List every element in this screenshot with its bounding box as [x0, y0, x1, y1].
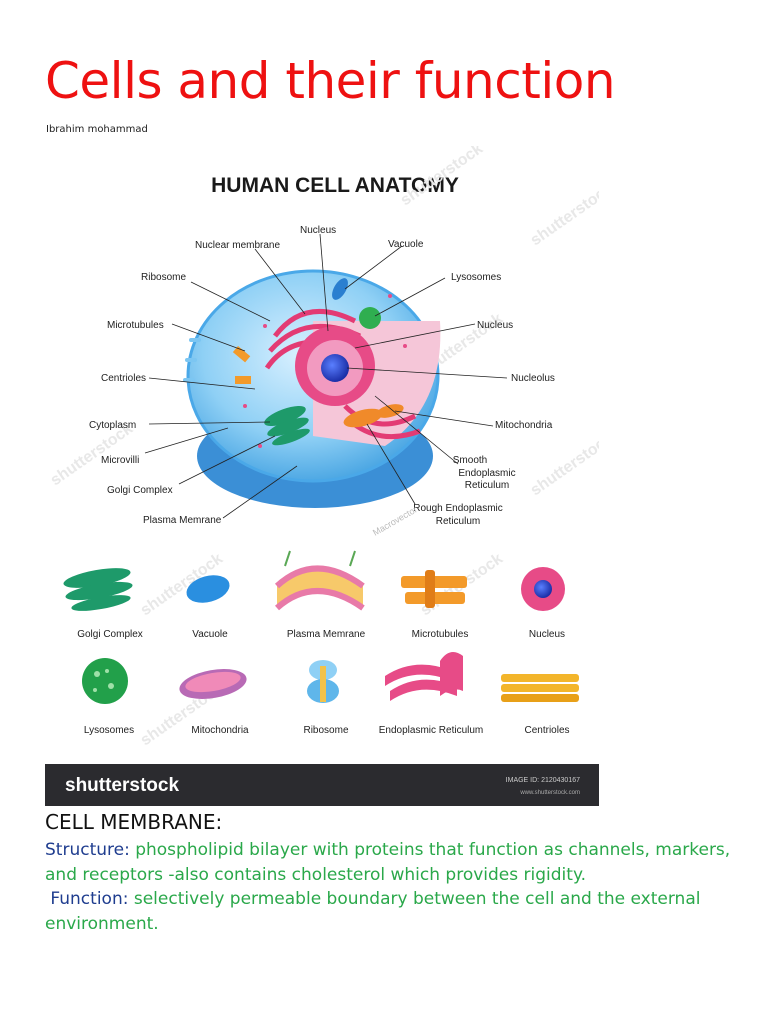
- label-nucleolus: Nucleolus: [511, 373, 555, 384]
- label-smooth-er: Endoplasmic: [458, 468, 515, 479]
- footer-site: www.shutterstock.com: [519, 790, 580, 796]
- function-paragraph: Function: selectively permeable boundary…: [45, 887, 735, 937]
- label-centrioles: Centrioles: [101, 373, 146, 384]
- lysosomes-icon: [82, 658, 128, 704]
- organelle-label: Golgi Complex: [77, 629, 143, 640]
- golgi-complex-icon: [63, 568, 133, 611]
- shutterstock-footer: shutterstock IMAGE ID: 2120430167 www.sh…: [45, 764, 599, 806]
- label-mitochondria: Mitochondria: [495, 420, 553, 431]
- label-rough-er: Reticulum: [436, 516, 480, 527]
- left-labels: Nuclear membrane Ribosome Microtubules C…: [89, 240, 280, 526]
- cell-anatomy-illustration: HUMAN CELL ANATOMY shutterstock shutters…: [45, 146, 599, 806]
- section-heading: CELL MEMBRANE:: [45, 810, 223, 834]
- label-smooth-er: Reticulum: [465, 480, 509, 491]
- label-ribosome: Ribosome: [141, 272, 186, 283]
- right-labels: Nucleus Vacuole Lysosomes Nucleus Nucleo…: [300, 225, 555, 527]
- organelle-label: Ribosome: [303, 725, 348, 736]
- label-plasma-memrane: Plasma Memrane: [143, 515, 222, 526]
- label-cytoplasm: Cytoplasm: [89, 420, 136, 431]
- organelle-label: Plasma Memrane: [287, 629, 366, 640]
- footer-image-id: IMAGE ID: 2120430167: [506, 777, 580, 784]
- label-microtubules: Microtubules: [107, 320, 164, 331]
- label-nuclear-membrane: Nuclear membrane: [195, 240, 280, 251]
- watermark-text: shutterstock: [528, 180, 599, 249]
- structure-text: phospholipid bilayer with proteins that …: [45, 840, 731, 885]
- credit-stamp: Macrovector: [371, 504, 419, 537]
- organelle-label: Lysosomes: [84, 725, 134, 736]
- label-smooth-er: Smooth: [453, 455, 487, 466]
- centrioles-icon: [501, 674, 579, 702]
- endoplasmic-reticulum-icon: [385, 652, 463, 701]
- organelle-label: Nucleus: [529, 629, 565, 640]
- label-rough-er: Rough Endoplasmic: [413, 503, 503, 514]
- organelle-label: Vacuole: [192, 629, 228, 640]
- nucleus-icon: [521, 567, 565, 611]
- ribosome-icon: [307, 660, 339, 703]
- leader-lines: [144, 233, 508, 519]
- label-lysosomes: Lysosomes: [451, 272, 501, 283]
- organelle-label: Centrioles: [524, 725, 569, 736]
- label-nucleus-top: Nucleus: [300, 225, 336, 236]
- label-nucleus: Nucleus: [477, 320, 513, 331]
- organelle-row-1: [63, 550, 565, 611]
- function-text: selectively permeable boundary between t…: [45, 889, 701, 934]
- organelle-label: Microtubules: [412, 629, 469, 640]
- footer-brand: shutterstock: [65, 775, 179, 796]
- structure-paragraph: Structure: phospholipid bilayer with pro…: [45, 838, 735, 888]
- document-title: Cells and their function: [45, 52, 616, 110]
- watermark-text: shutterstock: [528, 430, 599, 499]
- label-golgi-complex: Golgi Complex: [107, 485, 173, 496]
- label-vacuole: Vacuole: [388, 239, 424, 250]
- cell-body: [183, 269, 441, 508]
- plasma-membrane-icon: [274, 550, 365, 611]
- organelle-row-2: [82, 652, 579, 704]
- mitochondria-icon: [179, 669, 247, 699]
- microtubules-icon: [401, 570, 467, 608]
- organelle-label: Endoplasmic Reticulum: [379, 725, 484, 736]
- label-microvilli: Microvilli: [101, 455, 139, 466]
- vacuole-icon: [186, 575, 230, 603]
- cell-anatomy-figure: HUMAN CELL ANATOMY shutterstock shutters…: [45, 146, 599, 806]
- structure-label: Structure:: [45, 840, 130, 860]
- organelle-label: Mitochondria: [191, 725, 249, 736]
- figure-heading: HUMAN CELL ANATOMY: [211, 174, 459, 197]
- function-label: Function:: [50, 889, 129, 909]
- author-name: Ibrahim mohammad: [46, 124, 148, 135]
